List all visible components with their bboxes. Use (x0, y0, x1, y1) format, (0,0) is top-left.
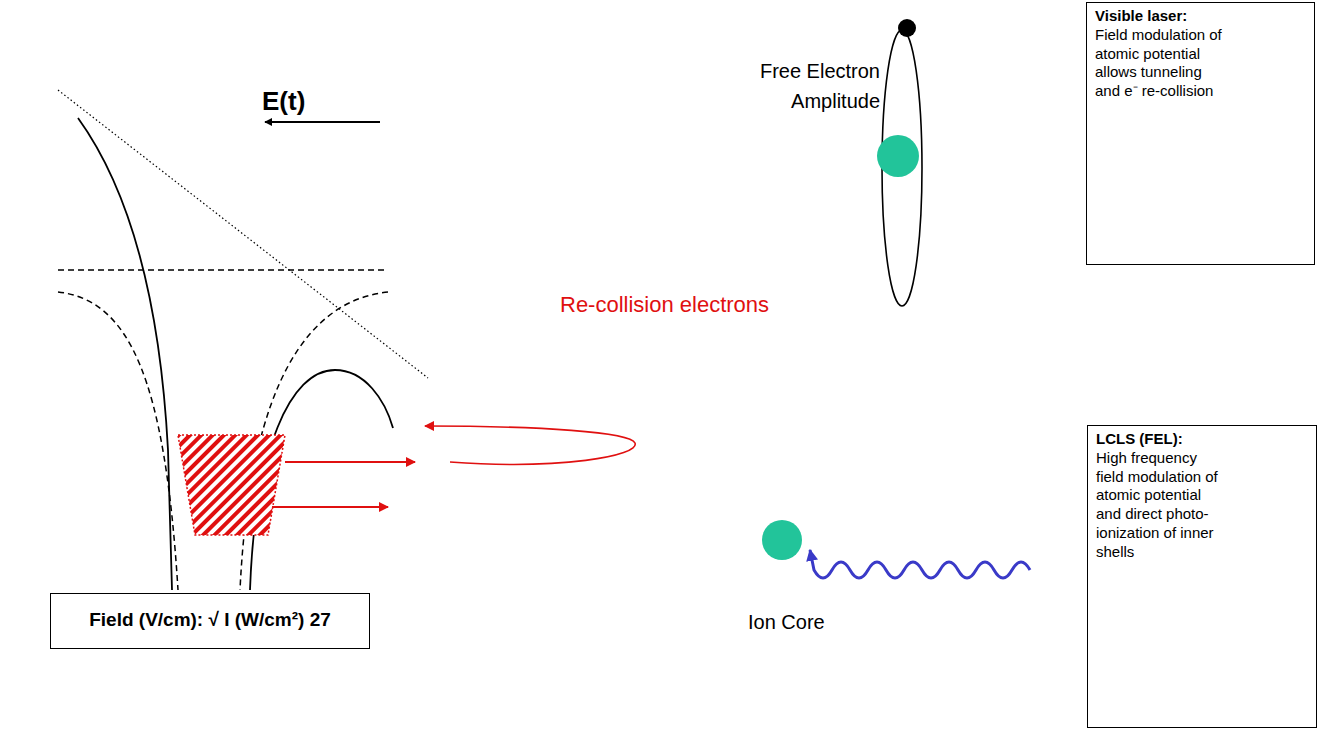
continuum-level (58, 269, 388, 271)
box-heading: LCLS (FEL): (1096, 430, 1308, 449)
ion-core (762, 520, 802, 560)
recollision-label: Re-collision electrons (560, 288, 769, 321)
ion-label: Ion Core (748, 607, 825, 637)
perturbed-potential (78, 118, 172, 590)
field-arrow (265, 121, 380, 123)
tunnel-arrow (285, 461, 415, 463)
potential-curve (58, 292, 178, 590)
electron-label: Free Electron Amplitude (735, 56, 880, 116)
box-heading: Visible laser: (1095, 7, 1306, 26)
electron-dot (898, 19, 916, 37)
text-box: LCLS (FEL):High frequency field modulati… (1087, 425, 1317, 728)
photon-wave (810, 550, 1030, 578)
recollision-loop (425, 426, 635, 464)
bound-population (178, 435, 285, 535)
text-box: Visible laser:Field modulation of atomic… (1086, 2, 1315, 265)
box-text: Field modulation of atomic potential all… (1095, 26, 1223, 101)
box-text: High frequency field modulation of atomi… (1096, 449, 1224, 562)
box-text: Field (V/cm): √ I (W/cm²) 27 (59, 608, 361, 632)
field-label: E(t) (262, 82, 305, 121)
tunnel-arrow (272, 506, 388, 508)
field-line (58, 90, 428, 378)
nucleus (877, 135, 919, 177)
text-box: Field (V/cm): √ I (W/cm²) 27 (50, 593, 370, 649)
